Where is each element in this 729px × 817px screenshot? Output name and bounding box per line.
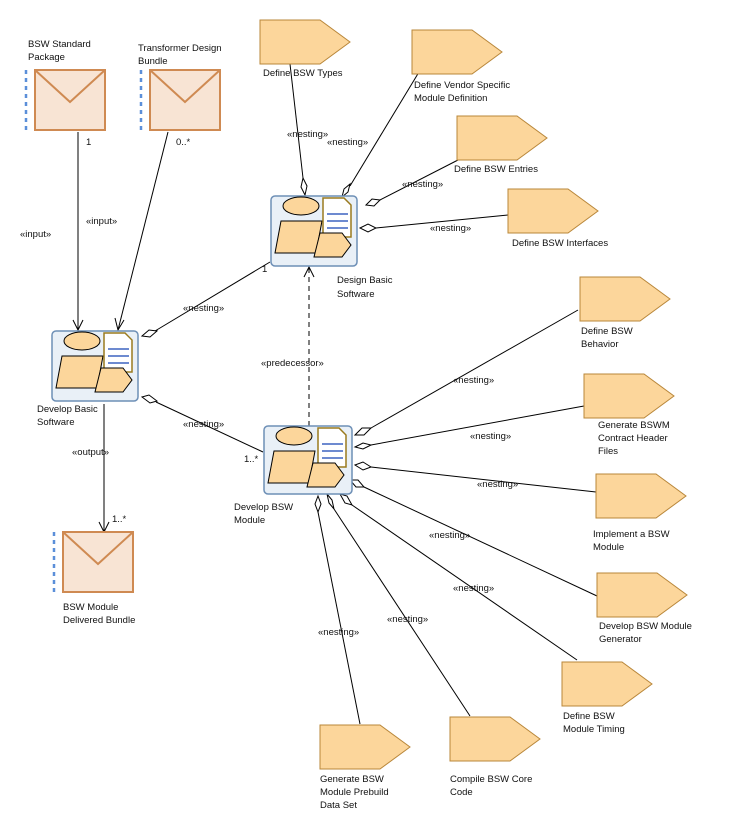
mult-bsw-standard-package: 1 [86, 137, 91, 148]
edge-nesting-define-bsw-types [289, 63, 308, 197]
edge-nesting-define-bsw-module-timing [338, 493, 578, 661]
label-develop-bsw-module: Develop BSW Module [234, 502, 296, 526]
edge-label-nesting-timing: «nesting» [453, 583, 494, 594]
edge-nesting-define-bsw-interfaces [358, 214, 509, 233]
edge-label-nesting-design: «nesting» [183, 303, 224, 314]
edge-nesting-generate-bsw-prebuild [314, 494, 361, 725]
edge-input-bsw-standard-package [72, 132, 84, 332]
edge-nesting-develop-module [140, 394, 264, 453]
edge-label-input-left: «input» [20, 229, 51, 240]
edge-label-nesting-types: «nesting» [287, 129, 328, 140]
edge-nesting-develop-bsw-module-generator [348, 479, 598, 597]
edge-nesting-define-bsw-entries [364, 159, 459, 207]
edge-input-transformer-design-bundle [114, 131, 169, 332]
mult-transformer-design-bundle: 0..* [176, 137, 191, 148]
label-transformer-design-bundle: Transformer Design Bundle [138, 43, 224, 67]
edge-nesting-define-vendor-specific [341, 71, 420, 199]
label-bsw-module-delivered-bundle: BSW Module Delivered Bundle [63, 602, 135, 626]
task-define-bsw-module-timing [561, 661, 653, 707]
label-define-vendor-specific: Define Vendor Specific Module Definition [414, 80, 513, 104]
mult-develop-bsw-module: 1..* [244, 454, 259, 465]
edge-nesting-implement-bsw-module [353, 461, 597, 493]
edge-output-delivered-bundle [98, 404, 110, 534]
edge-predecessor [303, 265, 315, 426]
process-develop-basic-software [51, 330, 139, 402]
edge-label-nesting-behavior: «nesting» [453, 375, 494, 386]
label-generate-bswm-contract: Generate BSWM Contract Header Files [598, 420, 672, 457]
task-generate-bswm-contract [583, 373, 675, 419]
edge-label-nesting-entries: «nesting» [402, 179, 443, 190]
edge-nesting-define-bsw-behavior [353, 309, 579, 436]
label-define-bsw-entries: Define BSW Entries [454, 164, 538, 175]
label-define-bsw-behavior: Define BSW Behavior [581, 326, 635, 350]
edge-label-nesting-vendor: «nesting» [327, 137, 368, 148]
edge-nesting-generate-bswm-contract [353, 405, 585, 450]
edge-label-output: «output» [72, 447, 109, 458]
process-design-basic-software [270, 195, 358, 267]
label-develop-bsw-module-generator: Develop BSW Module Generator [599, 621, 695, 645]
task-implement-bsw-module [595, 473, 687, 519]
edge-label-nesting-implement: «nesting» [477, 479, 518, 490]
task-define-bsw-entries [456, 115, 548, 161]
label-compile-bsw-core-code: Compile BSW Core Code [450, 774, 535, 798]
edge-nesting-compile-bsw-core-code [326, 493, 471, 717]
label-define-bsw-module-timing: Define BSW Module Timing [563, 711, 625, 735]
label-implement-bsw-module: Implement a BSW Module [593, 529, 672, 553]
edge-label-nesting-module: «nesting» [183, 419, 224, 430]
mult-design-basic-software: 1 [262, 264, 267, 275]
task-compile-bsw-core-code [449, 716, 541, 762]
edge-label-nesting-prebuild: «nesting» [318, 627, 359, 638]
label-define-bsw-interfaces: Define BSW Interfaces [512, 238, 608, 249]
task-develop-bsw-module-generator [596, 572, 688, 618]
label-bsw-standard-package: BSW Standard Package [28, 39, 93, 63]
edge-label-nesting-interfaces: «nesting» [430, 223, 471, 234]
edge-label-input-right: «input» [86, 216, 117, 227]
edge-label-nesting-compile: «nesting» [387, 614, 428, 625]
process-develop-bsw-module [263, 425, 353, 495]
edge-label-nesting-contract: «nesting» [470, 431, 511, 442]
task-generate-bsw-prebuild [319, 724, 411, 770]
work-product-transformer-design-bundle [139, 69, 221, 131]
label-design-basic-software: Design Basic Software [337, 275, 395, 300]
edge-label-predecessor: «predecessor» [261, 358, 324, 369]
task-define-bsw-behavior [579, 276, 671, 322]
edge-label-nesting-generator: «nesting» [429, 530, 470, 541]
task-define-bsw-types [259, 19, 351, 65]
work-product-bsw-standard-package [24, 69, 106, 131]
mult-delivered-bundle: 1..* [112, 514, 127, 525]
task-define-vendor-specific [411, 29, 503, 75]
work-product-bsw-module-delivered-bundle [52, 531, 134, 593]
label-generate-bsw-prebuild: Generate BSW Module Prebuild Data Set [320, 774, 391, 811]
task-define-bsw-interfaces [507, 188, 599, 234]
edge-nesting-develop-design [140, 261, 271, 338]
label-develop-basic-software: Develop Basic Software [37, 404, 100, 428]
label-define-bsw-types: Define BSW Types [263, 68, 343, 79]
